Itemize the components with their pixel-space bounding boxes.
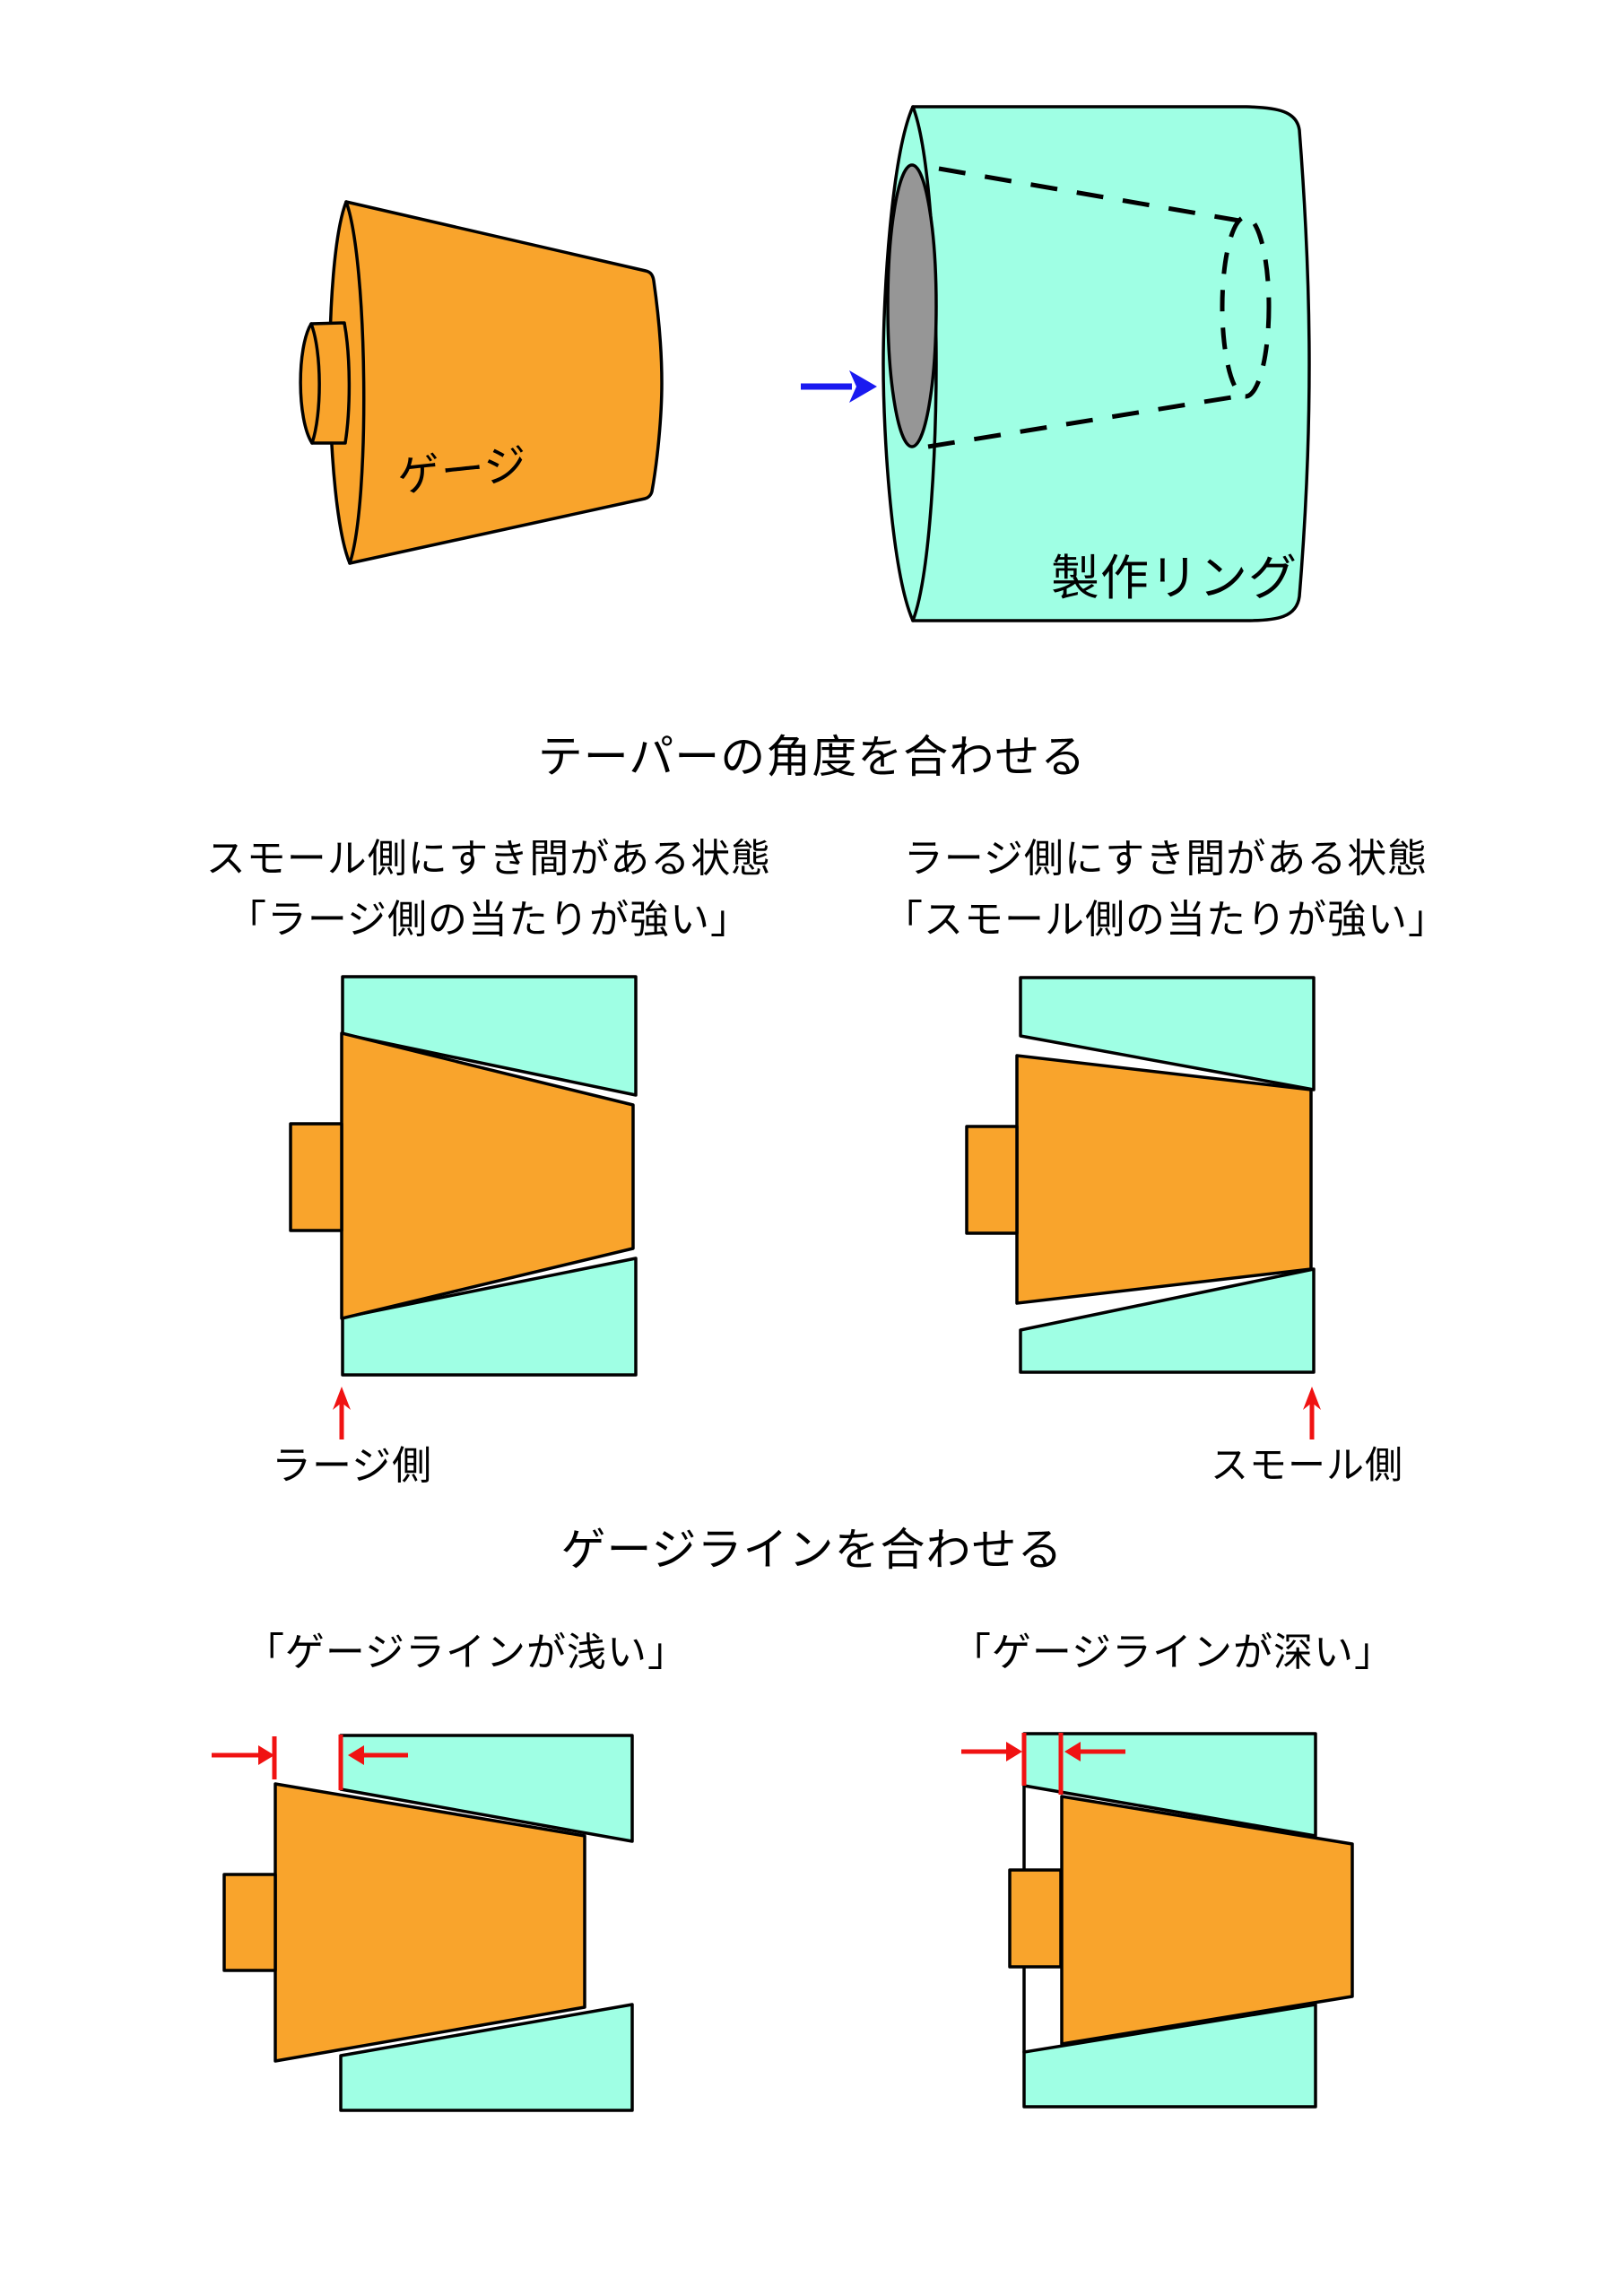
gauge-stem-rim <box>309 322 321 445</box>
dimension-arrows-icon <box>961 1733 1125 1795</box>
taper-section-title: テーパーの角度を合わせる <box>537 731 1087 783</box>
taper-right-caption-line1: ラージ側にすき間がある状態 <box>903 836 1429 882</box>
gauge-section-stem <box>222 1873 277 1972</box>
gaugeline-left-caption: 「ゲージラインが浅い」 <box>244 1630 689 1675</box>
gauge-cone-body <box>327 200 664 565</box>
taper-left-caption-line2: 「ラージ側の当たりが強い」 <box>226 897 751 943</box>
gaugeline-right-diagram <box>961 1732 1354 2109</box>
ring-cylinder-figure <box>881 105 1311 622</box>
insert-arrow-icon <box>801 370 877 403</box>
ring-section-bottom <box>1022 2003 1317 2109</box>
ring-section-top <box>341 975 638 1097</box>
gaugeline-section-title: ゲージラインを合わせる <box>560 1524 1064 1576</box>
ring-section-bottom <box>339 2003 634 2112</box>
taper-hidden-end-ellipse <box>1220 214 1272 399</box>
gaugeline-right-caption: 「ゲージラインが深い」 <box>951 1630 1395 1675</box>
taper-right-caption-line2: 「スモール側の当たりが強い」 <box>883 897 1448 943</box>
ring-body <box>881 105 1311 622</box>
pointer-arrow-icon <box>333 1387 351 1439</box>
dimension-arrows-icon <box>212 1735 408 1790</box>
ring-section-bottom <box>1019 1267 1316 1374</box>
gauge-section-stem <box>965 1125 1019 1235</box>
small-side-pointer-label: スモール側 <box>1211 1443 1404 1487</box>
ring-label: 製作リング <box>1051 550 1298 606</box>
taper-hidden-line-bottom <box>927 392 1249 449</box>
gauge-stem <box>299 321 352 445</box>
ring-section-top <box>1019 976 1316 1091</box>
ring-face-rim <box>911 105 938 622</box>
gauge-section-stem <box>289 1122 343 1232</box>
bore-ellipse <box>886 163 938 448</box>
ring-section-bottom <box>341 1257 638 1377</box>
gauge-section-stem <box>1008 1868 1063 1969</box>
pointer-arrow-icon <box>1303 1387 1321 1439</box>
gauge-section <box>1015 1054 1313 1305</box>
gauge-cone-rim <box>344 200 366 565</box>
taper-right-diagram <box>965 976 1321 1439</box>
taper-left-diagram <box>289 975 638 1439</box>
taper-left-caption-line1: スモール側にすき間がある状態 <box>205 836 772 882</box>
large-side-pointer-label: ラージ側 <box>272 1443 433 1489</box>
gauge-cone-figure <box>299 200 664 565</box>
taper-hidden-line-top <box>938 166 1240 223</box>
gaugeline-left-diagram <box>212 1734 634 2112</box>
